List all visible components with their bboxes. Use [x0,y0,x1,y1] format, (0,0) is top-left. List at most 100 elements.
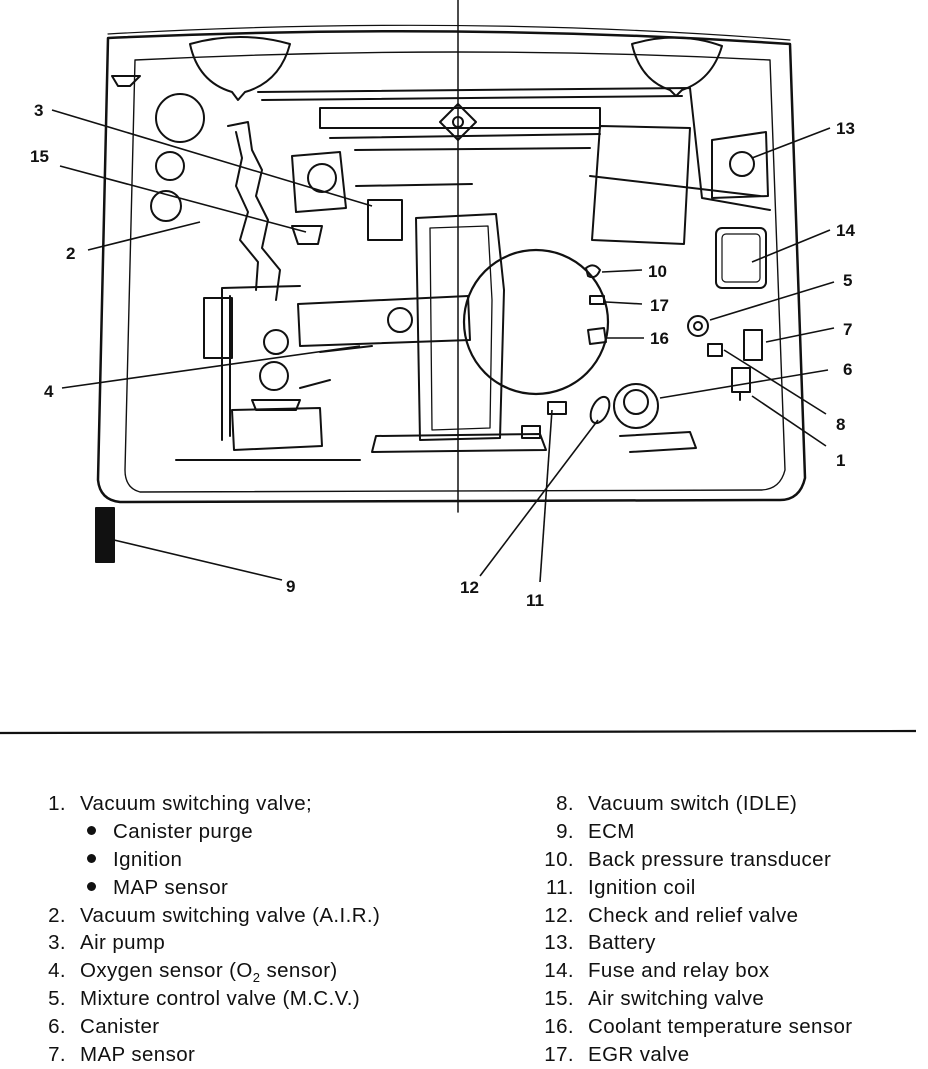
leader-3 [51,109,373,207]
bullet-icon [87,881,96,891]
engine-bay-diagram: 1 2 3 4 5 6 7 8 9 10 11 12 13 14 15 16 1… [0,0,917,735]
left-circle-2 [155,151,185,181]
top-trim-line [107,24,791,41]
callout-12: 12 [460,578,479,597]
leader-11 [539,409,553,583]
callout-9: 9 [286,577,295,596]
canister-inner [623,389,649,415]
egr-part [589,295,605,305]
asv-hose [355,183,473,187]
legend-subitem-canister-purge: Canister purge [32,818,380,846]
legend-left-column: 1.Vacuum switching valve; Canister purge… [32,790,380,1069]
upper-bar [319,107,601,129]
callout-16: 16 [650,329,669,348]
o2-sensor-part [263,329,289,355]
engine-block [415,213,505,441]
o2-sensor-part-2 [259,361,289,391]
leader-12 [479,419,599,577]
legend-item-4: 4.Oxygen sensor (O2 sensor) [48,959,338,986]
legend-separator [0,729,917,735]
legend-item-13: 13.Battery [544,931,656,955]
compartment-outline [96,30,807,504]
bottom-rail [371,433,547,453]
fuse-box-inner [721,233,761,283]
leader-6 [659,369,829,399]
bpt-part [585,264,601,279]
leader-13 [751,127,831,159]
mcv-part [687,315,709,337]
callout-6: 6 [843,360,852,379]
legend-item-8: 8.Vacuum switch (IDLE) [556,792,798,815]
legend-item-11: 11.Ignition coil [545,875,696,899]
leader-4 [61,345,361,389]
callout-10: 10 [648,262,667,281]
legend-item-2: 2.Vacuum switching valve (A.I.R.) [48,903,381,927]
left-circle-1 [155,93,205,143]
legend-subitem-ignition: Ignition [32,846,380,874]
battery-strap [589,175,761,197]
bottom-small-box [521,425,541,439]
legend-item-10: 10.Back pressure transducer [544,847,832,871]
cross-rail-2 [261,95,683,101]
center-diamond-bolt [452,116,464,128]
left-strut-dome [189,36,291,101]
legend-item-14: 14.Fuse and relay box [544,959,770,983]
air-pipe-zigzag [227,121,281,301]
legend-item-15: 15.Air switching valve [544,987,765,1011]
callout-13: 13 [836,119,855,138]
legend-item-17: 17.EGR valve [544,1043,690,1067]
vsv-part [731,367,751,401]
legend-item-1: 1.Vacuum switching valve; [48,792,313,815]
leader-10 [601,269,643,273]
air-cleaner [462,248,610,396]
legend-item-9: 9.ECM [556,819,635,843]
legend-item-12: 12.Check and relief valve [544,903,799,927]
leader-9 [113,539,283,581]
mcv-part-inner [693,321,703,331]
callout-11: 11 [526,591,544,610]
center-diamond [439,103,477,141]
air-pipe-zigzag-2 [235,131,259,291]
leader-17 [605,301,643,305]
canister-hose [619,431,697,453]
leader-7 [765,327,835,343]
engine-block-inner [429,225,493,431]
right-tank-cap [729,151,755,177]
legend-subitem-map-sensor: MAP sensor [32,874,380,902]
legend-item-3: 3.Air pump [48,931,166,955]
brake-booster [231,407,323,451]
left-circle-3 [150,190,182,222]
cts-part [587,327,607,345]
legend-right-column: 8.Vacuum switch (IDLE) 9.ECM 10.Back pre… [522,790,853,1069]
right-tank [711,131,769,199]
legend-item-6: 6.Canister [48,1015,160,1039]
legend-item-7: 7.MAP sensor [48,1043,196,1067]
left-pipes [221,285,301,441]
callout-17: 17 [650,296,669,315]
upper-lines [329,133,601,151]
left-bracket [111,75,141,87]
intake-manifold [297,295,471,347]
legend-item-16: 16.Coolant temperature sensor [544,1015,853,1039]
callout-14: 14 [836,221,855,240]
map-sensor-part [743,329,763,361]
left-bracket-box [203,297,233,359]
leader-5 [709,281,835,321]
leader-14 [751,229,831,263]
ecm-part [95,507,115,563]
throttle-body [387,307,413,333]
canister-part [613,383,659,429]
check-relief-part [589,395,611,425]
callout-2: 2 [66,244,75,263]
leader-15 [59,165,307,233]
callout-15: 15 [30,147,49,166]
callout-5: 5 [843,271,852,290]
leader-2 [87,221,201,251]
callout-7: 7 [843,320,852,339]
leader-1 [751,395,827,447]
legend: 1.Vacuum switching valve; Canister purge… [0,790,928,1068]
vac-switch-part [707,343,723,357]
callout-4: 4 [44,382,54,401]
legend-item-5: 5.Mixture control valve (M.C.V.) [48,987,361,1011]
fuse-box [715,227,767,289]
